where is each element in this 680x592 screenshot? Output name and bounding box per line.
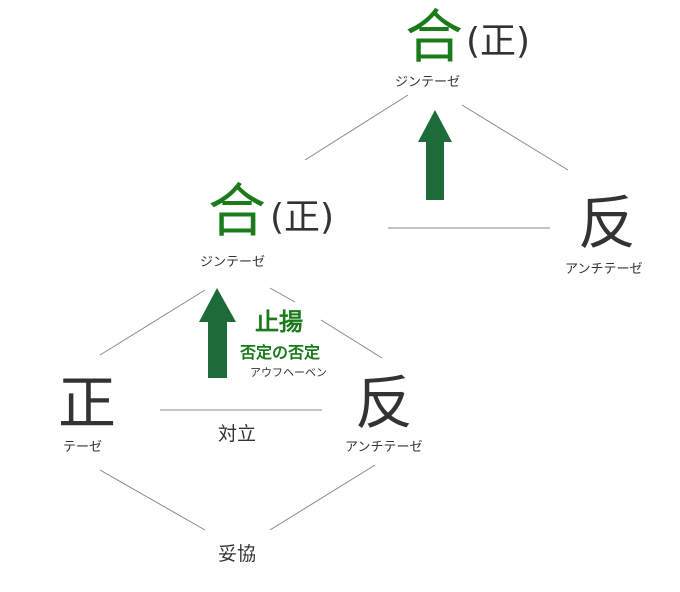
opposition-label: 対立: [218, 423, 257, 445]
aufheben-reading: アウフヘーベン: [250, 366, 327, 379]
mid-synthesis-reading: ジンテーゼ: [200, 255, 266, 270]
line-mid-to-antithesis-a: [269, 287, 296, 303]
antithesis-char: 反: [355, 369, 414, 437]
arrow-up-top: [418, 110, 452, 200]
top-synthesis-reading: ジンテーゼ: [395, 75, 461, 90]
top-antithesis-reading: アンチテーゼ: [565, 262, 643, 277]
aufheben-title: 止揚: [255, 308, 303, 336]
thesis-char: 正: [58, 369, 117, 437]
line-thesis-to-compromise: [99, 469, 206, 531]
thesis-reading: テーゼ: [63, 440, 103, 455]
aufheben-subtitle: 否定の否定: [240, 343, 321, 362]
line-mid-to-top: [304, 94, 409, 161]
line-antithesis-to-compromise: [269, 464, 376, 531]
top-antithesis-char: 反: [578, 189, 637, 257]
mid-synthesis-char: 合: [208, 177, 267, 245]
arrow-up-mid: [199, 288, 236, 378]
top-synthesis-char: 合: [405, 3, 464, 71]
antithesis-reading: アンチテーゼ: [345, 440, 423, 455]
line-mid-to-antithesis-b: [320, 319, 383, 359]
line-thesis-to-mid: [99, 289, 206, 356]
top-synthesis-paren: (正): [466, 21, 531, 62]
compromise-label: 妥協: [218, 543, 257, 565]
mid-synthesis-paren: (正): [270, 197, 335, 238]
line-top-to-antithesis: [461, 104, 569, 171]
